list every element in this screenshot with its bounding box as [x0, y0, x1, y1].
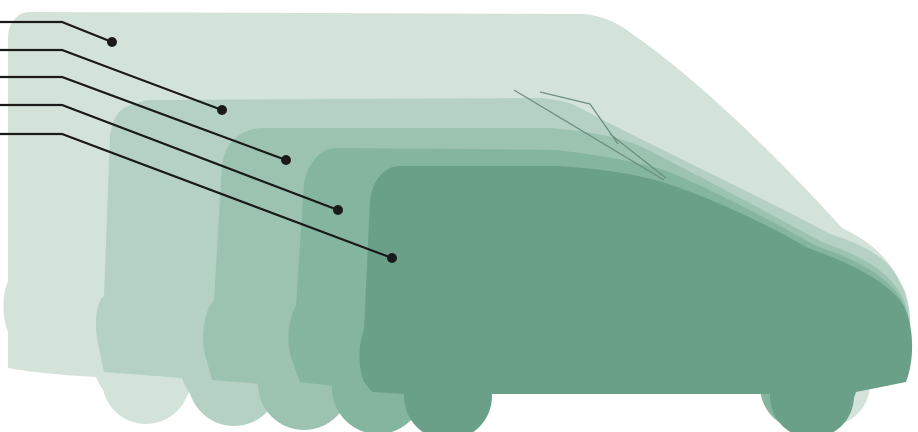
leader-line [0, 20, 113, 44]
leader-dot [217, 105, 227, 115]
callout-1 [0, 20, 117, 47]
callout-3 [0, 75, 291, 165]
leader-line [0, 103, 339, 212]
callout-leaders [0, 20, 397, 263]
leader-line [0, 132, 393, 260]
leader-dot [107, 37, 117, 47]
wiper-line [513, 89, 665, 181]
wiper-line [609, 133, 667, 179]
leader-line [0, 75, 287, 162]
callout-2 [0, 48, 227, 115]
leader-line [0, 48, 223, 112]
leader-dot [281, 155, 291, 165]
callout-4 [0, 103, 343, 215]
van-5-silhouette [359, 166, 913, 432]
wiper-line [539, 91, 619, 145]
leader-dot [333, 205, 343, 215]
van-silhouettes [3, 12, 913, 432]
callout-5 [0, 132, 397, 263]
leader-dot [387, 253, 397, 263]
